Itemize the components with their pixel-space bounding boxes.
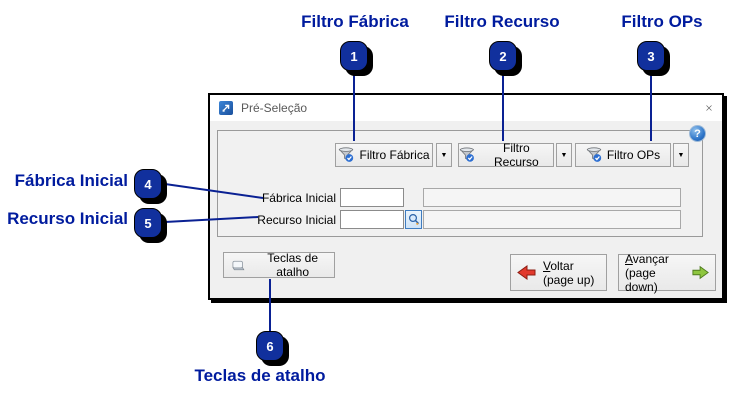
keyboard-key-icon xyxy=(232,260,245,270)
badge-number: 6 xyxy=(256,331,284,361)
voltar-rest: oltar xyxy=(550,258,574,273)
badge-number: 1 xyxy=(340,41,368,71)
filtro-fabrica-button[interactable]: Filtro Fábrica xyxy=(335,143,433,167)
voltar-label: Voltar(page up) xyxy=(543,259,594,287)
help-icon[interactable]: ? xyxy=(689,125,706,142)
funnel-check-icon xyxy=(586,147,602,162)
avancar-sublabel: (page down) xyxy=(625,265,658,294)
annotation-badge-4: 4 xyxy=(134,169,167,204)
annotation-badge-2: 2 xyxy=(489,41,522,76)
annotation-badge-3: 3 xyxy=(637,41,670,76)
titlebar[interactable]: Pré-Seleção xyxy=(210,95,722,121)
recurso-lookup-button[interactable] xyxy=(405,210,422,229)
annotation-label-teclas-de-atalho: Teclas de atalho xyxy=(194,366,326,385)
filtro-ops-label: Filtro OPs xyxy=(606,148,661,162)
voltar-sublabel: (page up) xyxy=(543,272,595,287)
badge-number: 5 xyxy=(134,208,162,238)
annotation-label-fabrica-inicial: Fábrica Inicial xyxy=(14,171,128,190)
annotation-label-recurso-inicial: Recurso Inicial xyxy=(7,209,128,228)
filtro-ops-dropdown-icon[interactable]: ▼ xyxy=(673,143,689,167)
close-button[interactable] xyxy=(700,99,718,117)
annotation-badge-1: 1 xyxy=(340,41,373,76)
badge-number: 2 xyxy=(489,41,517,71)
fabrica-inicial-label: Fábrica Inicial xyxy=(261,191,336,205)
red-left-arrow-icon xyxy=(517,265,536,280)
filtro-ops-button[interactable]: Filtro OPs xyxy=(575,143,671,167)
annotation-label-filtro-fabrica: Filtro Fábrica xyxy=(301,12,409,31)
app-icon xyxy=(219,101,233,115)
voltar-mnemonic: V xyxy=(543,258,551,273)
funnel-check-icon xyxy=(459,147,475,162)
filtro-fabrica-label: Filtro Fábrica xyxy=(359,148,430,162)
funnel-check-icon xyxy=(339,147,354,162)
recurso-inicial-input[interactable] xyxy=(340,210,404,229)
teclas-de-atalho-button[interactable]: Teclas de atalho xyxy=(223,251,335,279)
avancar-label: Avançar(page down) xyxy=(625,252,685,294)
green-right-arrow-icon xyxy=(692,265,709,280)
badge-number: 4 xyxy=(134,169,162,199)
recurso-inicial-label: Recurso Inicial xyxy=(257,213,336,227)
annotation-label-filtro-recurso: Filtro Recurso xyxy=(444,12,560,31)
fabrica-inicial-display xyxy=(423,188,681,207)
magnifier-icon xyxy=(408,213,419,225)
badge-number: 3 xyxy=(637,41,665,71)
recurso-inicial-display xyxy=(423,210,681,229)
annotation-badge-6: 6 xyxy=(256,331,289,366)
filtro-recurso-dropdown-icon[interactable]: ▼ xyxy=(556,143,572,167)
window-title: Pré-Seleção xyxy=(241,101,308,115)
avancar-rest: vançar xyxy=(632,251,669,266)
filtro-recurso-label: Filtro Recurso xyxy=(494,141,539,169)
dialog-pre-selecao: Pré-Seleção ? Filtro Fábrica ▼ xyxy=(208,93,724,300)
annotation-badge-5: 5 xyxy=(134,208,167,243)
filtro-fabrica-dropdown-icon[interactable]: ▼ xyxy=(436,143,452,167)
close-icon xyxy=(706,105,712,111)
avancar-mnemonic: A xyxy=(625,251,633,266)
filtro-recurso-button[interactable]: Filtro Recurso xyxy=(458,141,554,169)
fabrica-inicial-input[interactable] xyxy=(340,188,404,207)
avancar-button[interactable]: Avançar(page down) xyxy=(618,252,716,294)
voltar-button[interactable]: Voltar(page up) xyxy=(510,254,607,291)
annotation-label-filtro-ops: Filtro OPs xyxy=(621,12,703,31)
teclas-de-atalho-label: Teclas de atalho xyxy=(267,251,318,279)
